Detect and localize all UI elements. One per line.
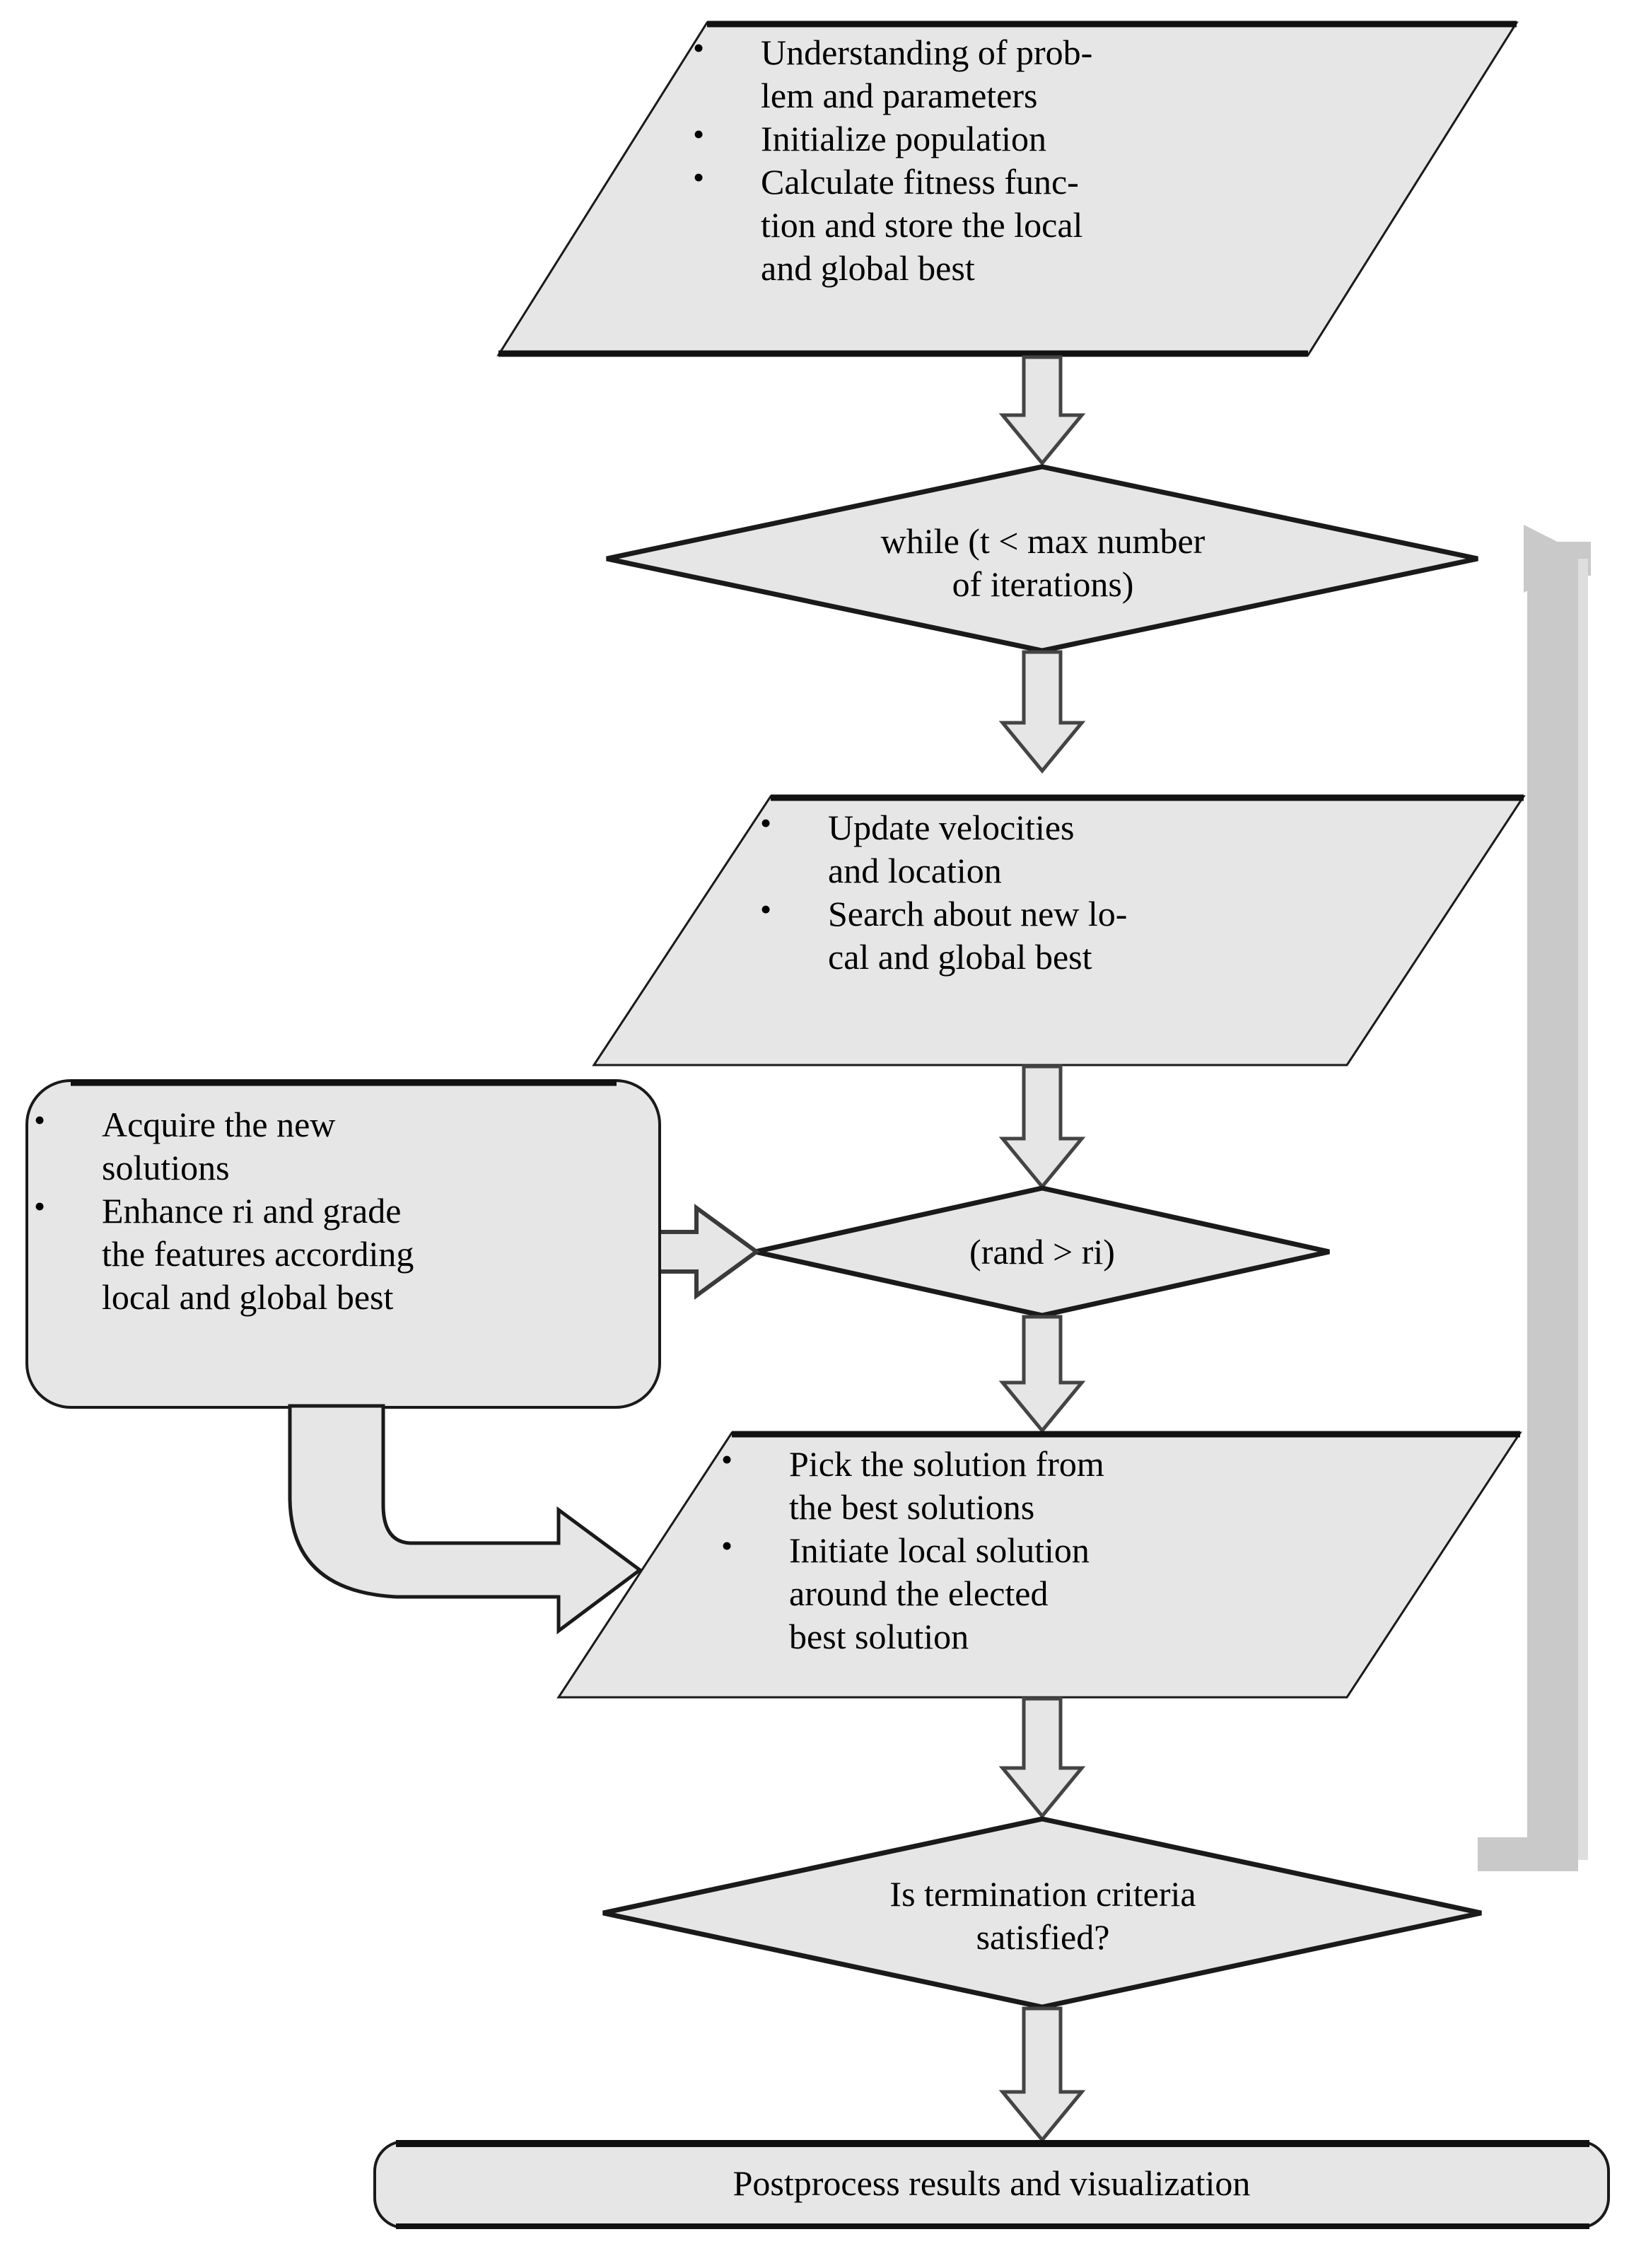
connector-acquire-to-pick bbox=[288, 1404, 643, 1634]
node-start-block[interactable] bbox=[496, 21, 1519, 357]
connector-rand-to-pick bbox=[998, 1315, 1086, 1434]
connector-start-to-while bbox=[998, 355, 1086, 466]
connector-update-to-rand bbox=[998, 1064, 1086, 1190]
connector-termination-to-postprocess bbox=[998, 2006, 1086, 2143]
connector-pick-to-termination bbox=[998, 1697, 1086, 1819]
connector-termination-to-while-loopback bbox=[1478, 525, 1591, 1871]
connector-while-to-update bbox=[998, 650, 1086, 774]
node-termination-decision[interactable] bbox=[602, 1816, 1482, 2010]
node-acquire-block[interactable] bbox=[25, 1079, 661, 1409]
node-postprocess-block[interactable] bbox=[373, 2140, 1610, 2229]
node-update-block[interactable] bbox=[592, 794, 1526, 1066]
node-pick-block[interactable] bbox=[556, 1431, 1522, 1699]
node-while-decision[interactable] bbox=[606, 464, 1478, 653]
node-rand-decision[interactable] bbox=[754, 1185, 1330, 1318]
